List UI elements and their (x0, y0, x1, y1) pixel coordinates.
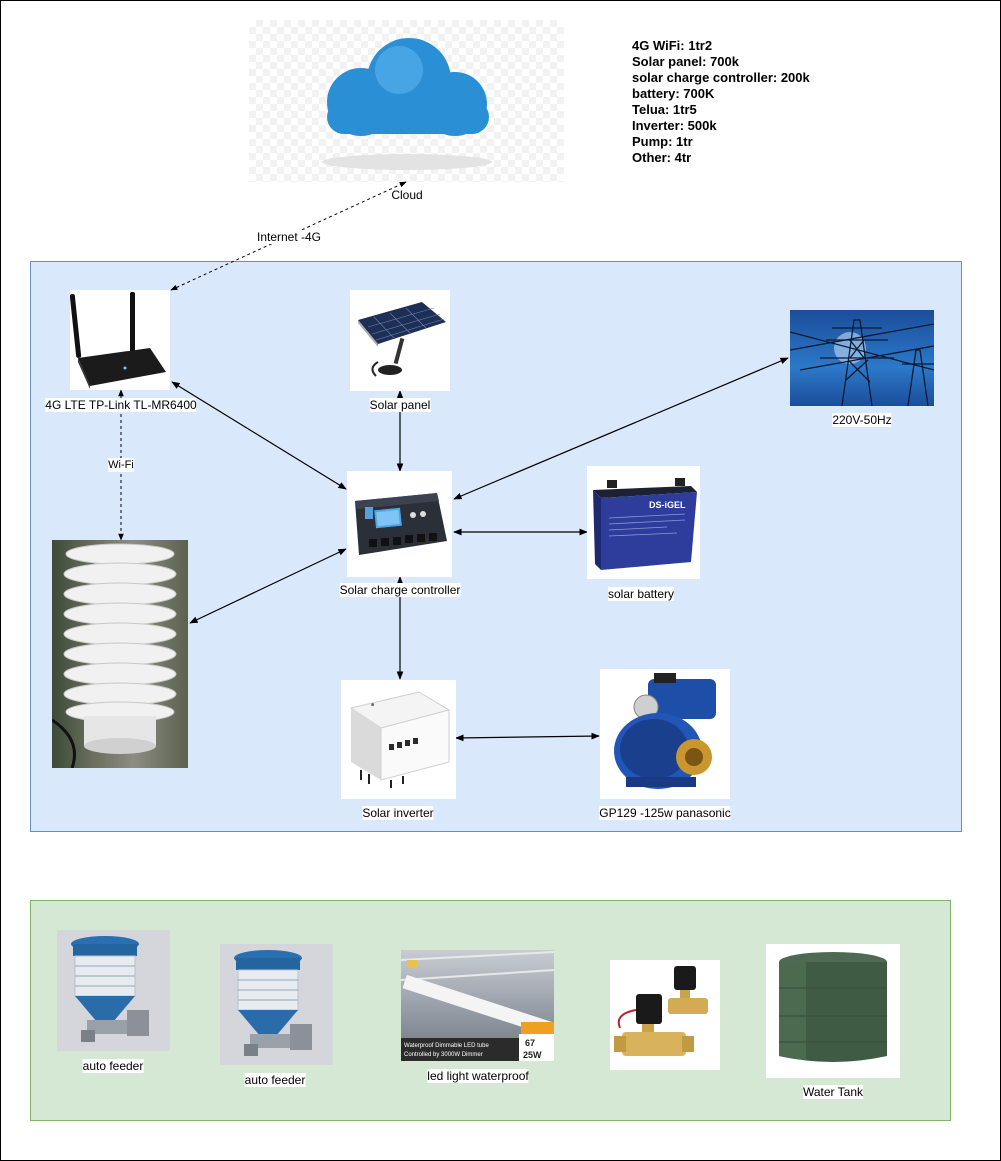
controller-label: Solar charge controller (339, 583, 461, 597)
led-line1: Waterproof Dimmable LED tube (404, 1043, 489, 1049)
pump-image (600, 669, 730, 799)
led-label: led light waterproof (427, 1069, 529, 1083)
auto-feeder-icon (234, 950, 312, 1056)
charge-controller-icon (355, 493, 447, 555)
feeder-1-label: auto feeder (82, 1059, 144, 1073)
edge-wifi-label: Wi-Fi (108, 458, 134, 472)
solar-panel-label: Solar panel (369, 398, 431, 412)
router-label: 4G LTE TP-Link TL-MR6400 (45, 398, 197, 412)
cost-controller: solar charge controller: 200k (632, 70, 810, 85)
inverter-image: ■ (341, 680, 456, 799)
led-num2: 25W (523, 1050, 542, 1060)
edge-sensor-controller (189, 548, 347, 624)
solar-panel-image (350, 290, 450, 391)
led-num1: 67 (525, 1038, 535, 1048)
feeder-2-label: auto feeder (244, 1073, 306, 1087)
sensor-image (52, 540, 188, 768)
cost-solar-panel: Solar panel: 700k (632, 54, 739, 69)
edge-internet-label: Internet -4G (256, 230, 322, 244)
tank-image (766, 944, 900, 1078)
grid-label: 220V-50Hz (832, 413, 892, 427)
router-icon (70, 292, 166, 389)
cost-inverter: Inverter: 500k (632, 118, 717, 133)
battery-brand: DS-iGEL (649, 500, 686, 510)
battery-label: solar battery (607, 587, 675, 601)
pump-label: GP129 -125w panasonic (599, 806, 731, 820)
edge-internet (170, 181, 407, 291)
radiation-shield-icon (52, 543, 177, 768)
edge-router-controller (171, 381, 347, 490)
cost-telua: Telua: 1tr5 (632, 102, 697, 117)
battery-image: DS-iGEL (587, 466, 700, 579)
cost-wifi: 4G WiFi: 1tr2 (632, 38, 713, 53)
led-line2: Controlled by 3000W Dimmer (404, 1052, 483, 1058)
solar-panel-icon (358, 302, 446, 377)
svg-text:■: ■ (371, 702, 374, 708)
led-image: Waterproof Dimmable LED tube Controlled … (401, 950, 554, 1061)
edge-inverter-pump (455, 732, 600, 742)
battery-icon: DS-iGEL (593, 478, 697, 570)
inverter-icon: ■ (349, 691, 451, 788)
water-tank-icon (779, 952, 887, 1062)
auto-feeder-icon (71, 936, 149, 1042)
solenoid-valve-icon (614, 966, 708, 1056)
controller-image (347, 471, 452, 577)
valve-image (610, 960, 720, 1070)
grid-image (790, 310, 934, 406)
cloud-icon (322, 38, 492, 170)
router-image (70, 290, 170, 390)
feeder-2-image (220, 944, 333, 1065)
cost-list: 4G WiFi: 1tr2 Solar panel: 700k solar ch… (632, 38, 810, 166)
led-tube-icon: Waterproof Dimmable LED tube Controlled … (401, 951, 554, 1061)
feeder-1-image (57, 930, 170, 1051)
cost-pump: Pump: 1tr (632, 134, 693, 149)
inverter-label: Solar inverter (362, 806, 434, 820)
cost-other: Other: 4tr (632, 150, 692, 165)
cost-battery: battery: 700K (632, 86, 715, 101)
power-tower-icon (790, 319, 934, 406)
water-pump-icon (614, 673, 716, 789)
tank-label: Water Tank (802, 1085, 864, 1099)
cloud-image (249, 20, 564, 182)
edge-grid-controller (453, 357, 789, 500)
